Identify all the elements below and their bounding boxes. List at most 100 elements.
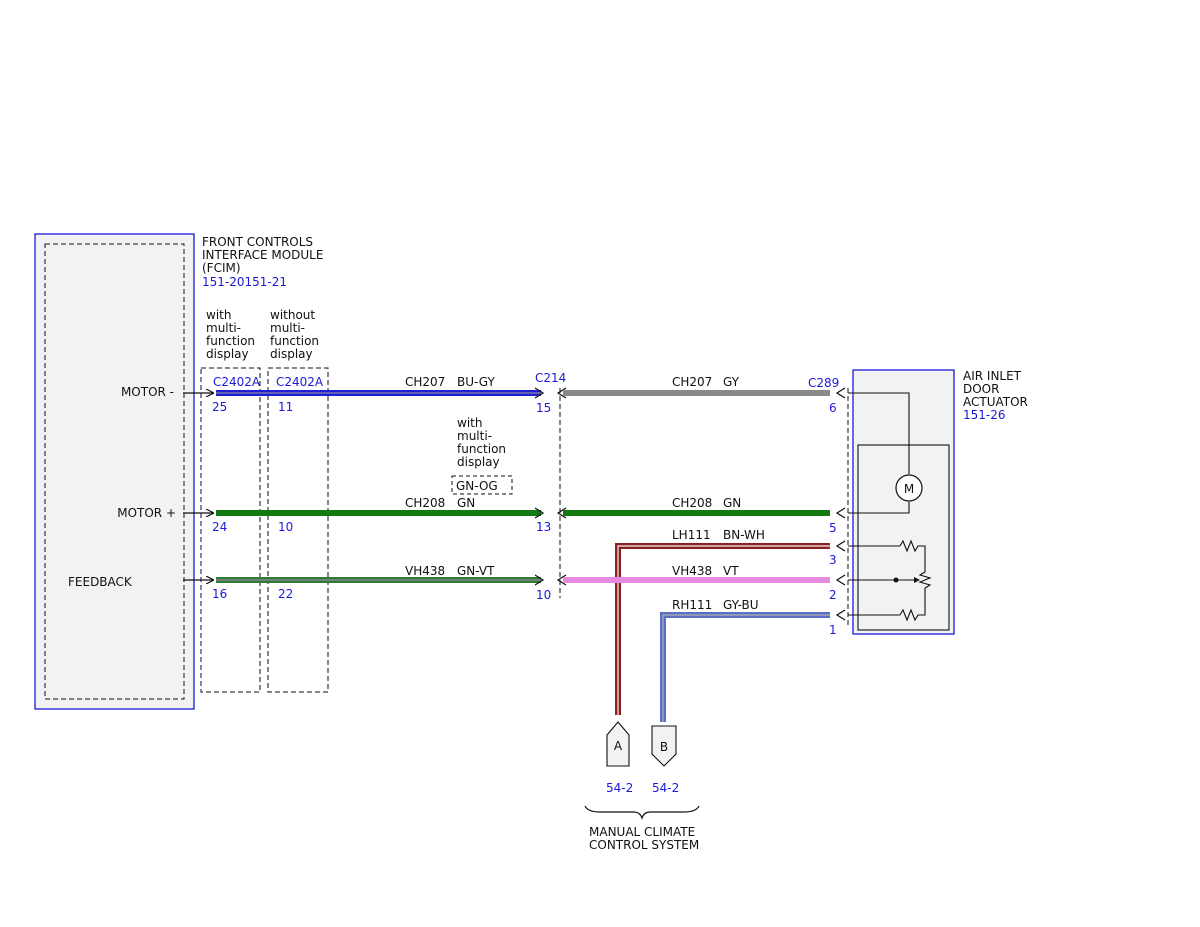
c289-connector-link[interactable]: C289 [808,376,839,390]
wires-left: CH207 BU-GY CH208 GN VH438 GN-VT [216,375,541,583]
pot-top-resistor-icon [899,539,926,572]
c214-arrow-row1-right [556,387,567,399]
c2402a-with-pin-24: 24 [212,520,227,534]
offpage-a-reference-link[interactable]: 54-2 [606,781,633,795]
c2402a-variants: with multi- function display without mul… [200,308,329,693]
c2402a-with-dashed-box [200,367,261,693]
c289-arrow-pin-5 [835,507,846,519]
actuator-title-line-3: ACTUATOR [963,395,1028,409]
c214-arrow-row1-left [534,387,545,399]
c2402a-with-pin-16: 16 [212,587,227,601]
wiper-junction-dot [893,577,899,583]
fcim-pin-label-feedback: FEEDBACK [68,575,133,589]
ch207-left-circuit-label: CH207 [405,375,445,389]
c289-arrow-pin-3 [835,540,846,552]
c214-arrow-row2-right [556,507,567,519]
c2402a-without-pin-22: 22 [278,587,293,601]
ch208-right-circuit-label: CH208 [672,496,712,510]
variant-with-line-3: function [206,334,255,348]
c289-arrow-pin-2 [835,574,846,586]
system-brace [584,805,700,820]
ch208-right-color-label: GN [723,496,741,510]
wiper-arrow-icon [914,577,920,583]
c289-pin-1: 1 [829,623,837,637]
vh438-left-circuit-label: VH438 [405,564,445,578]
fcim-pin-label-motor-minus: MOTOR - [121,385,174,399]
fcim-title-line-1: FRONT CONTROLS [202,235,313,249]
c2402a-without-connector-link[interactable]: C2402A [276,375,324,389]
c214-pin-15: 15 [536,401,551,415]
c289-arrow-pin-6 [835,387,846,399]
mid-with-line-1: with [457,416,482,430]
lh111-color-label: BN-WH [723,528,765,542]
c2402a-with-connector-link[interactable]: C2402A [213,375,261,389]
actuator-title-line-1: AIR INLET [963,369,1022,383]
variant-with-line-4: display [206,347,249,361]
gn-og-label: GN-OG [456,479,498,493]
offpage-b-reference-link[interactable]: 54-2 [652,781,679,795]
c214-connector-link[interactable]: C214 [535,371,566,385]
c289-pin-5: 5 [829,521,837,535]
ch208-left-circuit-label: CH208 [405,496,445,510]
pot-wiper-resistor-icon [918,571,932,589]
fcim-reference-link[interactable]: 151-20151-21 [202,275,287,289]
variant-without-line-4: display [270,347,313,361]
c289-pin-3: 3 [829,553,837,567]
c2402a-without-pin-11: 11 [278,400,293,414]
ch207-right-circuit-label: CH207 [672,375,712,389]
fcim-title-line-3: (FCIM) [202,261,241,275]
vh438-right-color-label: VT [723,564,739,578]
rh111-circuit-label: RH111 [672,598,712,612]
actuator-title-line-2: DOOR [963,382,999,396]
ch207-right-color-label: GY [723,375,740,389]
c2402a-with-pin-25: 25 [212,400,227,414]
variant-without-line-1: without [270,308,315,322]
offpage-connectors: A B 54-2 54-2 MANUAL CLIMATE CONTROL SYS… [584,721,700,852]
motor-icon [895,474,923,502]
motor-lead-bottom [848,502,910,514]
actuator-reference-link[interactable]: 151-26 [963,408,1006,422]
c214-connector: C214 15 13 10 [534,371,567,602]
c289-pin-6: 6 [829,401,837,415]
mid-with-line-3: function [457,442,506,456]
system-label-line-1: MANUAL CLIMATE [589,825,695,839]
c214-arrow-row3-left [534,574,545,586]
motor-lead-top [848,392,910,474]
c289-connector: C289 6 5 3 2 1 [808,376,849,637]
gn-og-dashed-box [451,475,513,495]
ch208-left-color-label: GN [457,496,475,510]
fcim-module: MOTOR - MOTOR + FEEDBACK FRONT CONTROLS … [34,233,323,710]
offpage-connector-b[interactable] [651,725,677,767]
variant-with-line-2: multi- [206,321,241,335]
variant-without-line-3: function [270,334,319,348]
c214-pin-13: 13 [536,520,551,534]
wire-rh111-gy-bu-tracer [662,614,830,722]
c289-arrow-pin-1 [835,609,846,621]
mid-with-line-4: display [457,455,500,469]
wire-rh111-gy-bu[interactable] [660,612,830,722]
c2402a-without-pin-10: 10 [278,520,293,534]
air-inlet-door-actuator: AIR INLET DOOR ACTUATOR 151-26 M [848,369,1028,635]
fcim-inner-dashed-box [44,243,185,700]
offpage-connector-a-letter: A [614,739,623,753]
pot-bottom-resistor-icon [899,588,926,622]
ch207-left-color-label: BU-GY [457,375,495,389]
c289-pin-2: 2 [829,588,837,602]
vh438-left-color-label: GN-VT [457,564,495,578]
rh111-color-label: GY-BU [723,598,759,612]
fcim-outer-box [34,233,195,710]
offpage-connector-b-letter: B [660,740,668,754]
c214-arrow-row2-left [534,507,545,519]
variant-with-line-1: with [206,308,231,322]
lh111-circuit-label: LH111 [672,528,711,542]
mid-variant-note: with multi- function display GN-OG [451,416,513,495]
c214-pin-10: 10 [536,588,551,602]
c214-arrow-row3-right [556,574,567,586]
wire-lh111-bn-wh-tracer [617,545,830,715]
fcim-title-line-2: INTERFACE MODULE [202,248,323,262]
vh438-right-circuit-label: VH438 [672,564,712,578]
offpage-connector-a[interactable] [606,721,630,767]
wires-right: CH207 GY CH208 GN LH111 BN-WH VH438 VT R… [563,375,830,722]
fcim-pin-leads [183,393,213,580]
